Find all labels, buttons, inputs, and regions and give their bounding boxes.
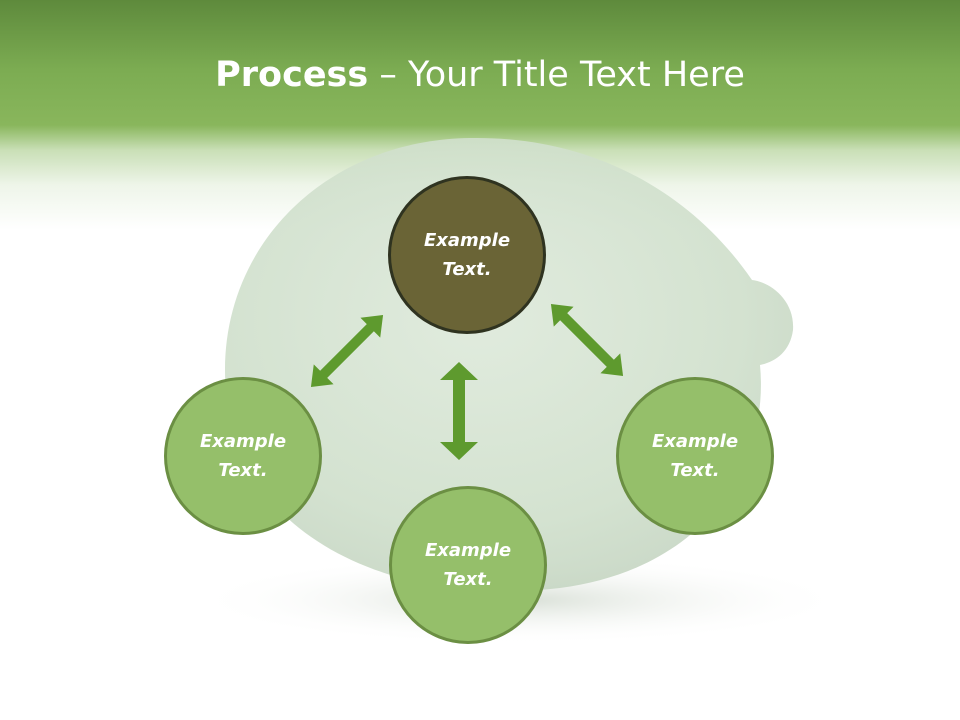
node-right-line2: Text. <box>670 460 720 481</box>
title-bold: Process <box>215 55 369 95</box>
double-arrow-icon-vertical <box>440 362 478 460</box>
title-rest: – Your Title Text Here <box>368 55 745 95</box>
double-arrow-icon-top-right <box>550 303 624 377</box>
node-bottom-line2: Text. <box>443 569 493 590</box>
node-top-line1: Example <box>423 230 511 251</box>
node-bottom-line1: Example <box>424 540 512 561</box>
node-right-line1: Example <box>651 431 739 452</box>
node-left-line1: Example <box>199 431 287 452</box>
slide-title: Process – Your Title Text Here <box>0 52 960 98</box>
double-arrow-icon-top-left <box>310 314 384 388</box>
node-top-line2: Text. <box>442 259 492 280</box>
node-left-line2: Text. <box>218 460 268 481</box>
